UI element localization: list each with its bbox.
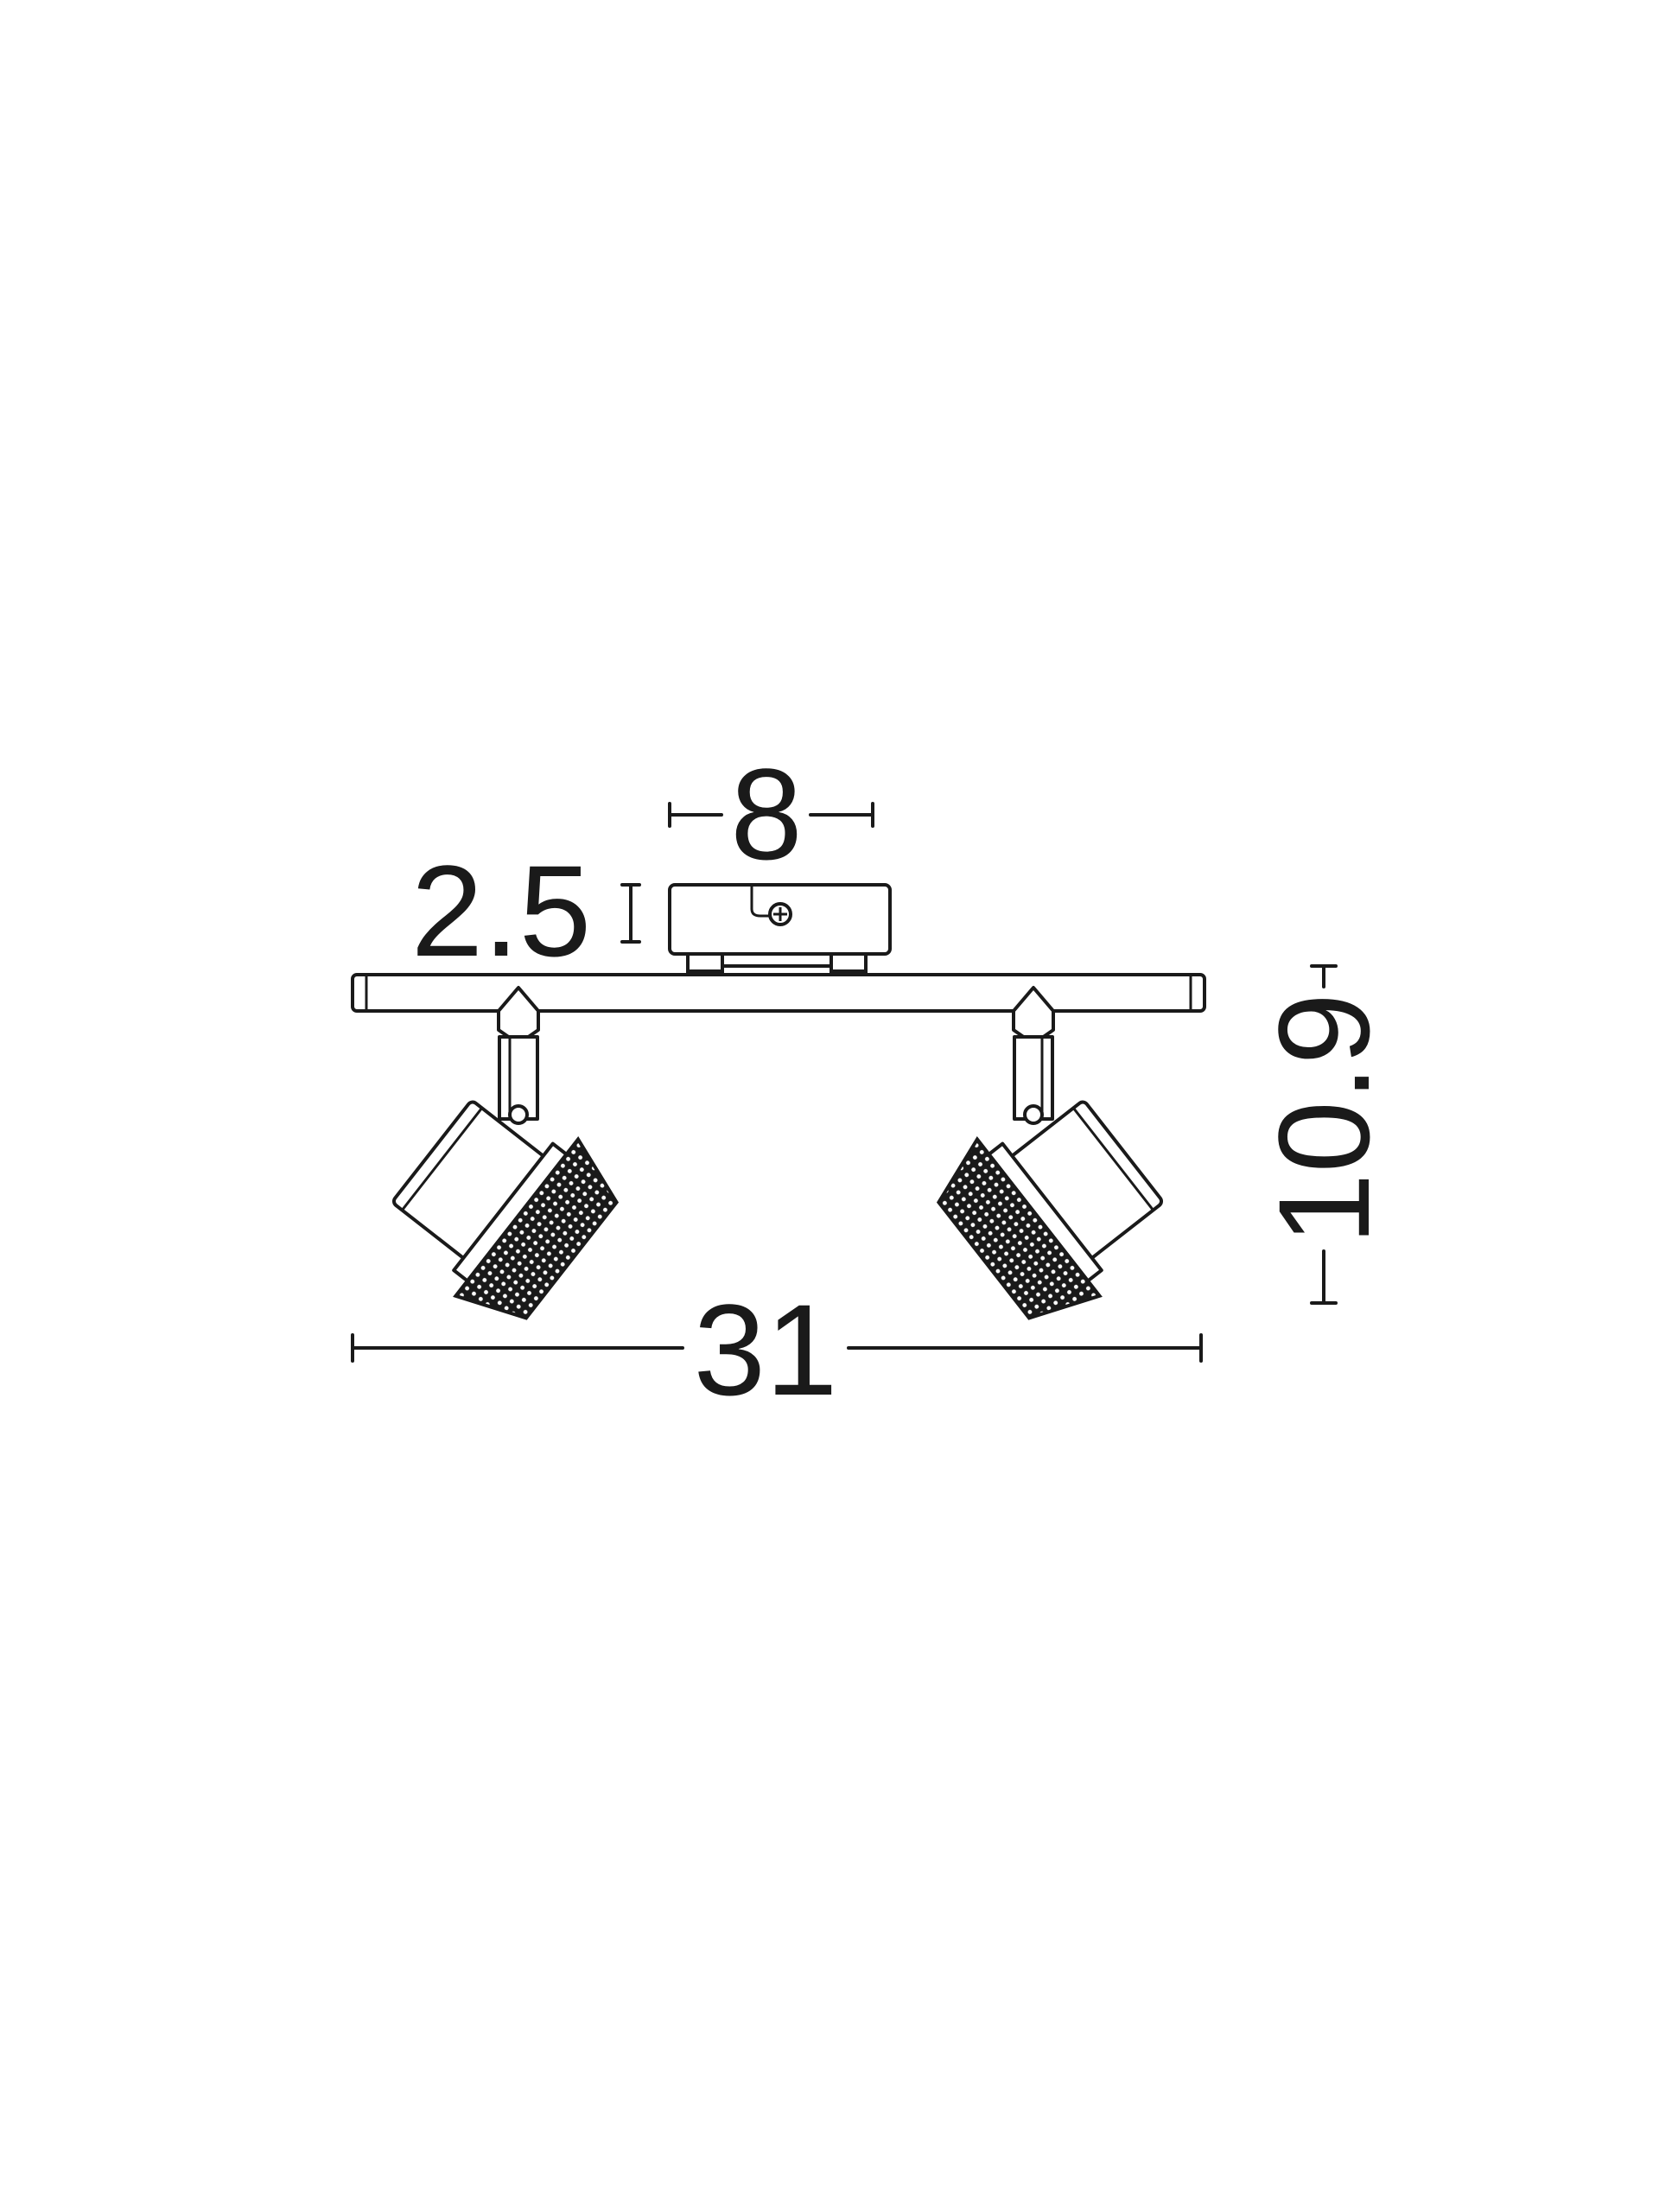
- left-head: [391, 1100, 620, 1320]
- spot-bar: [351, 973, 1206, 1013]
- dim-label-plate-height: 2.5: [411, 838, 592, 983]
- spotlight-left: [391, 986, 620, 1320]
- connector-right-block: [830, 952, 868, 973]
- right-lamp-reflector: [936, 1136, 1103, 1320]
- dim-label-total-height: 10.9: [1251, 993, 1396, 1245]
- bar-body: [351, 973, 1206, 1013]
- right-head: [936, 1100, 1164, 1320]
- spotlight-right: [936, 986, 1164, 1320]
- dimension-plate-width: 8: [668, 741, 874, 887]
- dimension-total-width: 31: [351, 1277, 1203, 1422]
- left-lamp-reflector: [453, 1136, 620, 1320]
- screw-slot: [750, 885, 771, 918]
- left-arm: [498, 1035, 539, 1121]
- connector-left-block: [686, 952, 724, 973]
- dimension-total-height: 10.9: [1251, 964, 1396, 1305]
- dim-label-total-width: 31: [694, 1277, 838, 1422]
- right-pivot: [1023, 1104, 1044, 1125]
- left-pivot: [508, 1104, 529, 1125]
- dimension-plate-height: 2.5: [411, 838, 641, 983]
- dim-label-plate-width: 8: [730, 741, 802, 887]
- screw-icon: [768, 902, 792, 926]
